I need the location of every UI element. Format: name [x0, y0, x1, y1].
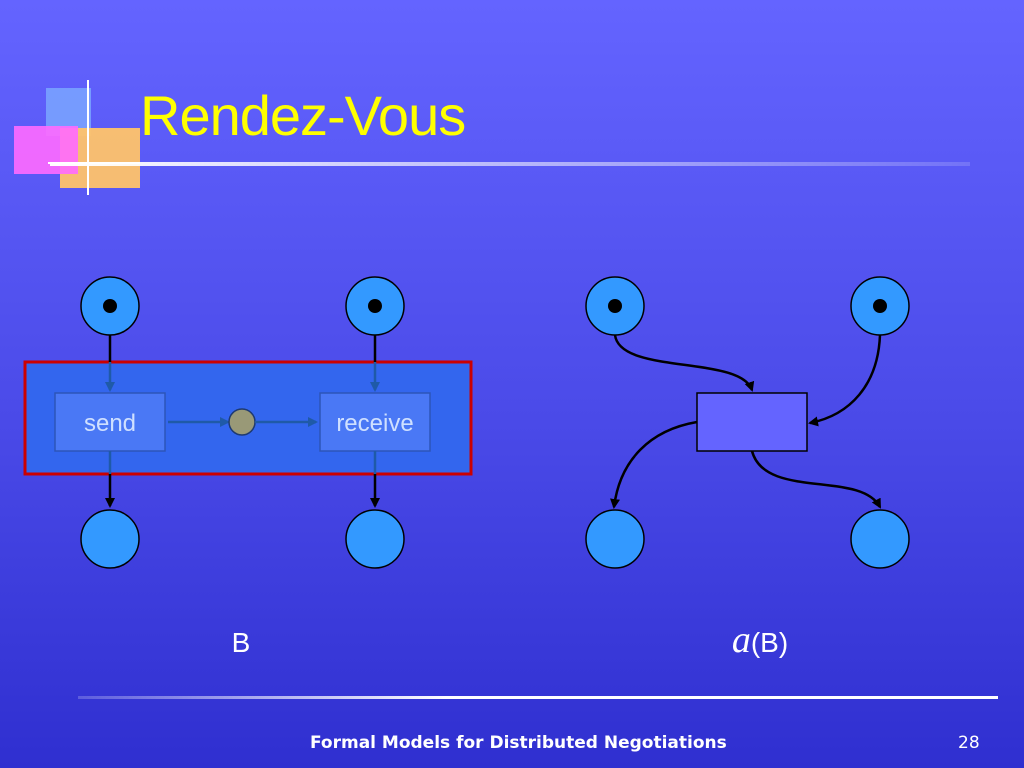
token-top-right-abstract — [873, 299, 887, 313]
caption-b: B — [232, 627, 251, 658]
caption-abstraction-arg: (B) — [751, 627, 788, 658]
transition-send — [54, 392, 166, 452]
arc-abstract-out-left — [610, 420, 698, 509]
caption-abstraction-symbol: a — [732, 619, 751, 661]
receive-label: receive — [336, 410, 413, 437]
place-bottom-right — [345, 509, 405, 569]
footer-text: Formal Models for Distributed Negotiatio… — [310, 733, 727, 753]
arc-abstract-in-left — [613, 334, 755, 392]
page-number: 28 — [958, 733, 980, 753]
transition-receive — [319, 392, 431, 452]
place-bottom-right-abstract — [850, 509, 910, 569]
send-label: send — [84, 410, 136, 437]
channel-place — [228, 408, 256, 436]
token-top-left-abstract — [608, 299, 622, 313]
footer-rule — [78, 696, 998, 699]
arc-abstract-in-right — [808, 334, 882, 427]
place-bottom-left-abstract — [585, 509, 645, 569]
token-top-right — [368, 299, 382, 313]
title-underline — [50, 162, 970, 166]
abstract-transition — [696, 392, 808, 452]
place-bottom-left — [80, 509, 140, 569]
arc-abstract-out-right — [750, 450, 882, 509]
token-top-left — [103, 299, 117, 313]
slide-title: Rendez-Vous — [140, 84, 466, 147]
caption-abstraction: a(B) — [732, 619, 788, 661]
